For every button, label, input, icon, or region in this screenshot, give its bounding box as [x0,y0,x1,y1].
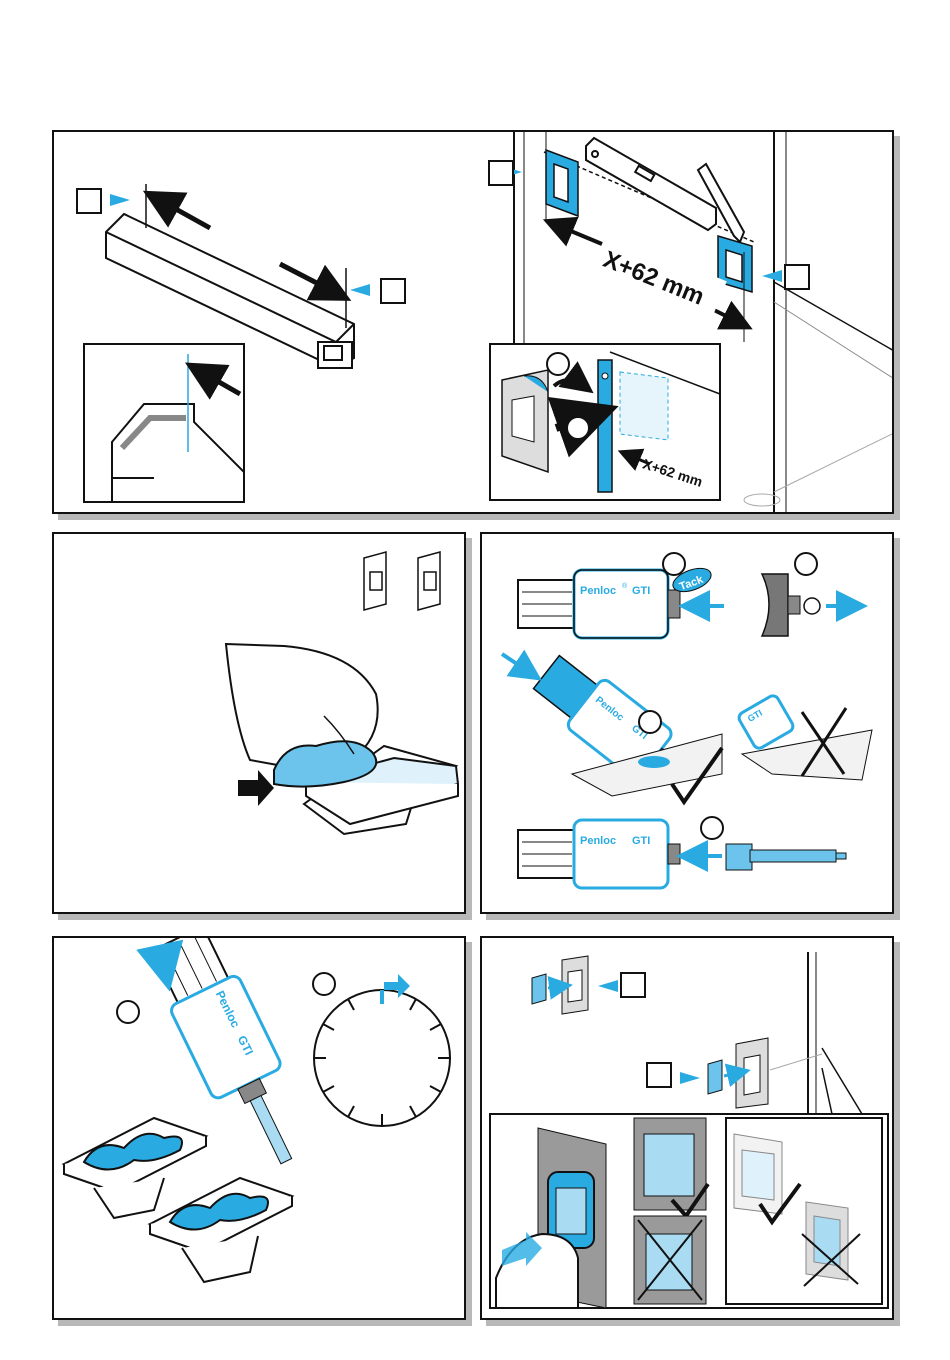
template-inset: X+62 mm [490,344,720,500]
step-circle [566,416,590,440]
cartridge-brand: Penloc [580,835,616,847]
marker-triangle [350,284,370,296]
step-box [646,1062,672,1088]
step-circle [312,972,336,996]
measure-arrow [554,224,602,244]
cartridge-cap-removed [762,574,856,636]
detail-inset [490,1114,888,1308]
step-box [76,188,102,214]
cartridge-with-mixer: Penloc GTI [518,820,846,888]
hand-with-cloth [226,644,378,787]
panel-applying: Penloc GTI [52,936,466,1320]
cartridge-illustration: Penloc ® GTI Tack Penloc GTI [482,534,894,914]
step-circle [662,552,686,576]
timer-dial [314,974,450,1126]
bracket-block [150,1178,292,1282]
applying-illustration: Penloc GTI [54,938,466,1320]
spirit-level [586,138,716,230]
cartridge: Penloc ® GTI [518,570,680,638]
mounting-illustration [482,938,894,1320]
positioning-illustration: X+62 mm X+62 mm [54,132,894,514]
step-circle [546,352,570,376]
step-box [784,264,810,290]
step-circle [638,710,662,734]
detail-inset [84,344,244,502]
panel-mounting [480,936,894,1320]
step-circle [700,816,724,840]
bracket-icons [364,552,440,610]
marker-triangle [110,194,130,206]
direction-arrow [280,264,338,294]
registered-mark: ® [622,582,628,590]
push-arrow [238,770,274,806]
step-box [620,972,646,998]
panel-cleaning [52,532,466,914]
marker-triangle [762,270,782,282]
bracket-to-template [532,956,618,1014]
cartridge-product: GTI [632,835,650,847]
panel-positioning: X+62 mm X+62 mm [52,130,894,514]
cartridge-product: GTI [632,585,650,597]
cartridge-wrong: GTI [737,694,872,780]
panel-cartridge: Penloc ® GTI Tack Penloc GTI [480,532,894,914]
cartridge-brand: Penloc [580,585,616,597]
step-box [488,160,514,186]
step-box [380,278,406,304]
direction-arrow [156,198,210,228]
step-circle [794,552,818,576]
bracket-on-wall [680,1038,822,1108]
step-circle [116,1000,140,1024]
cleaning-illustration [54,534,466,914]
bracket-block [64,1118,206,1218]
